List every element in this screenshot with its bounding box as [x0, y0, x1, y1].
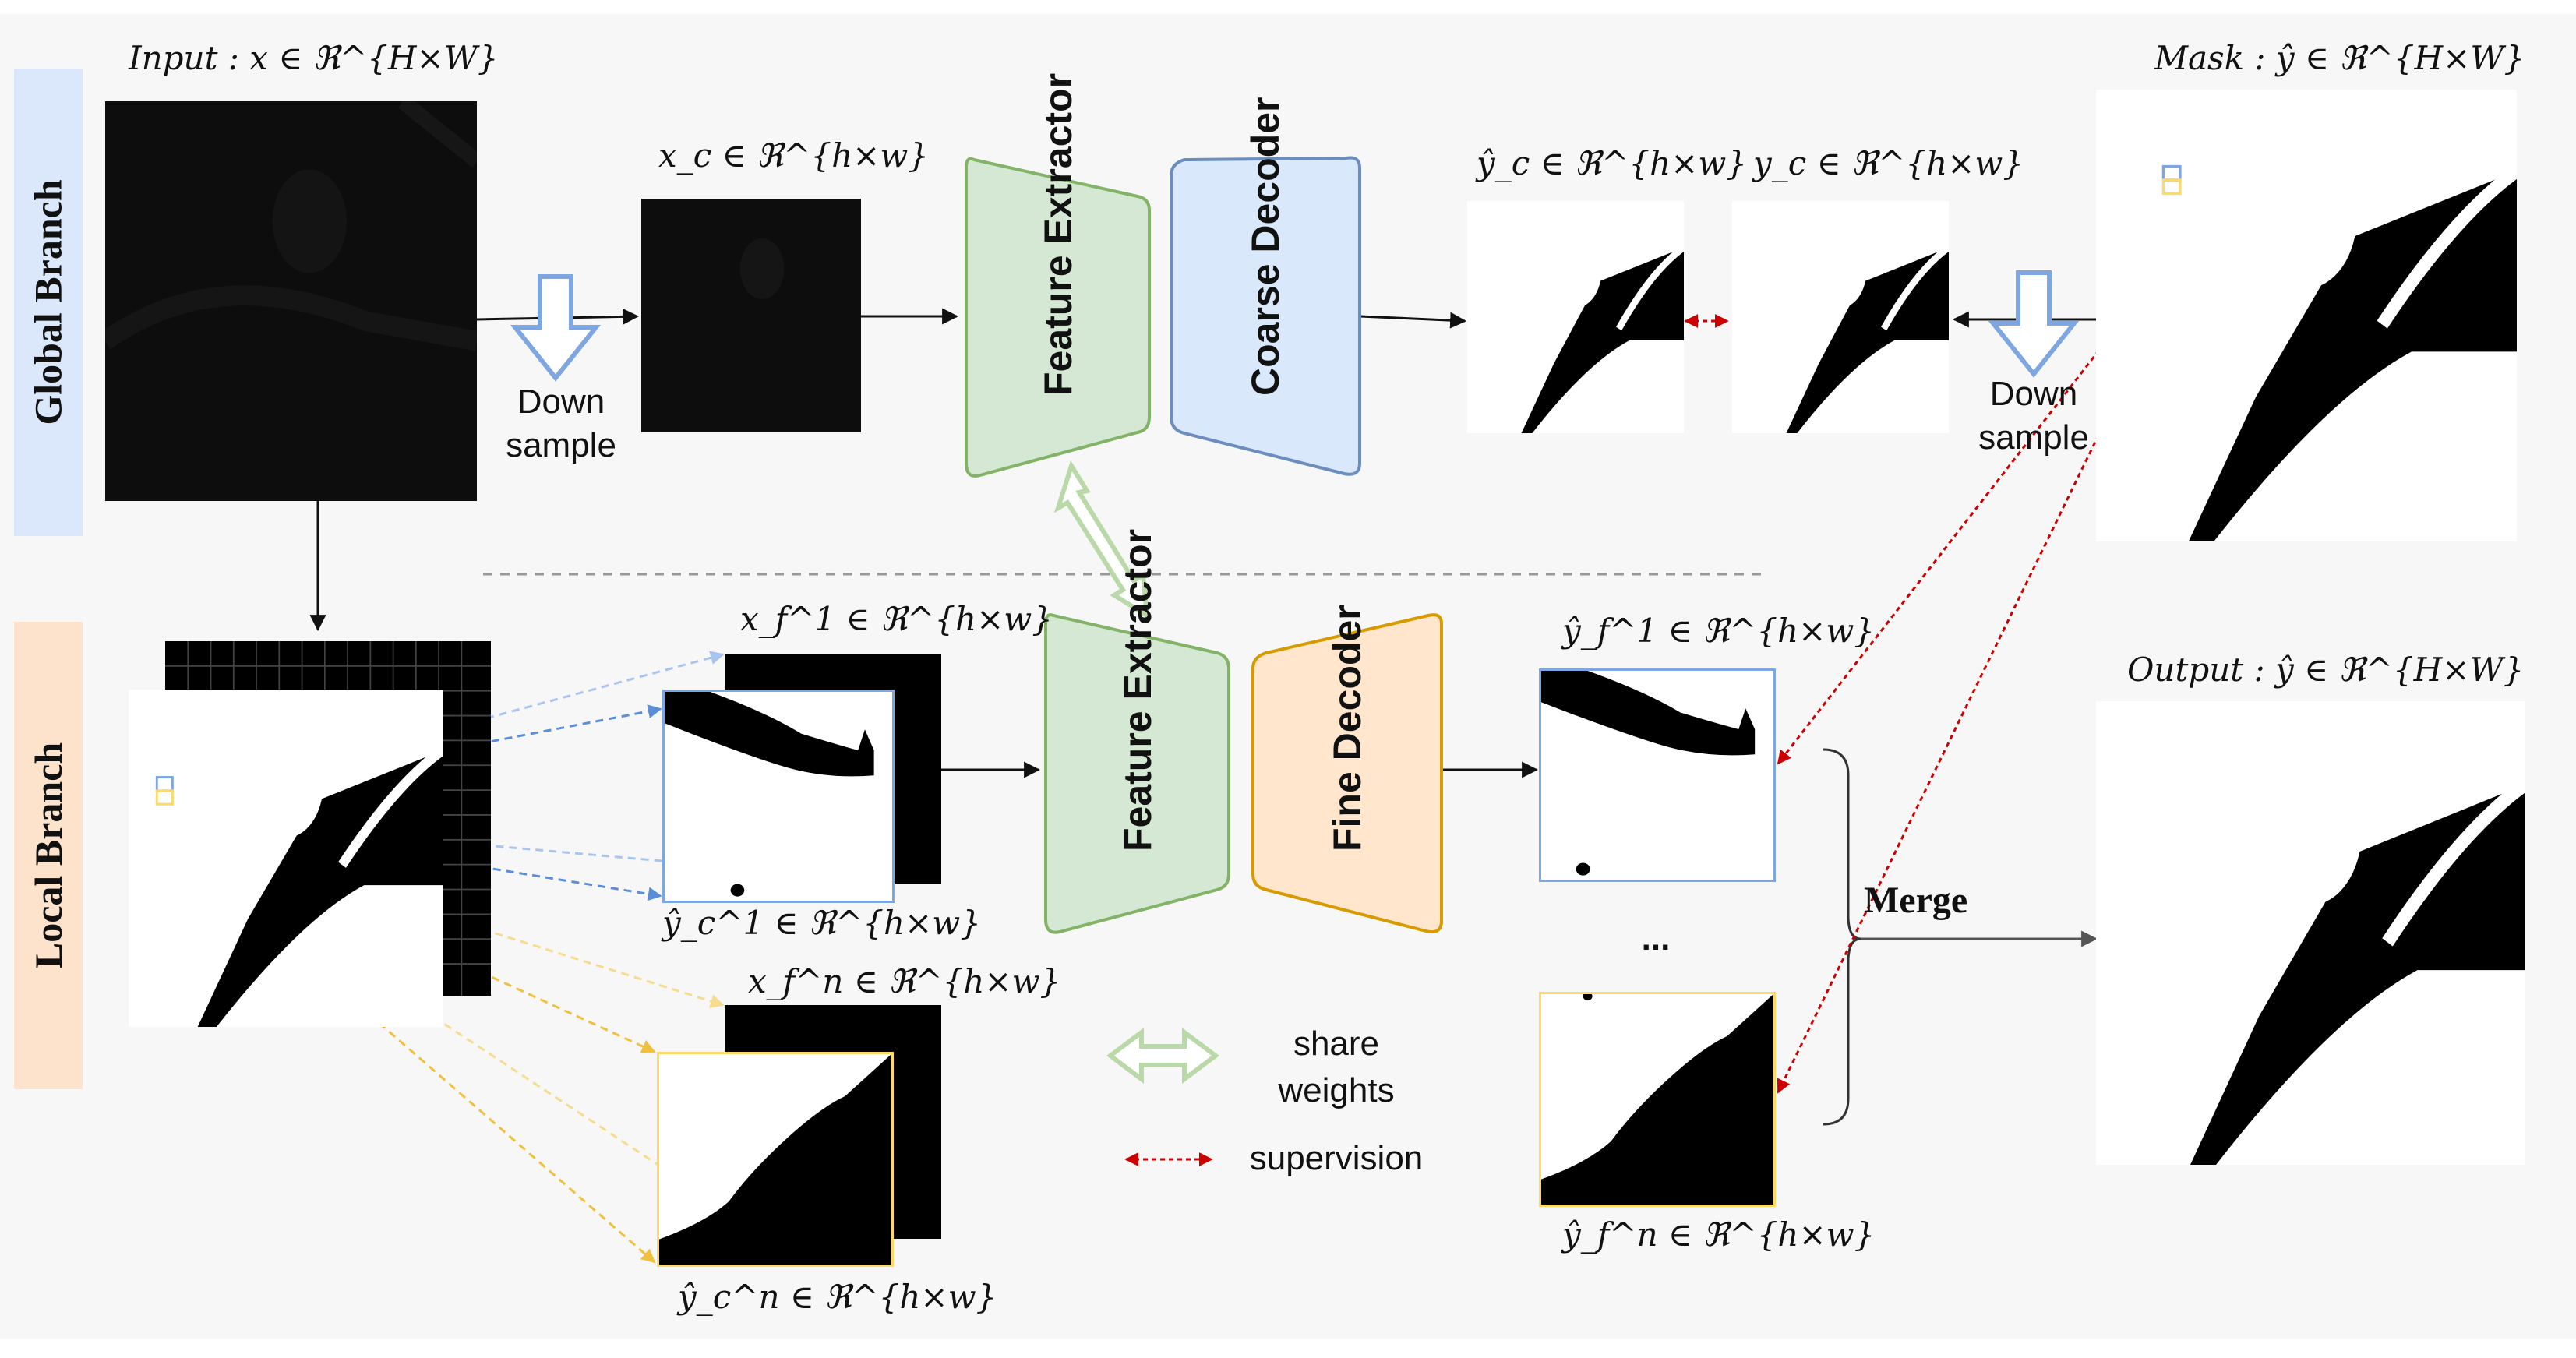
coarse-decoder-label: Coarse Decoder — [1244, 97, 1287, 396]
fine-decoder-label: Fine Decoder — [1325, 604, 1369, 852]
label-input: Input : x ∈ ℜ^{H×W} — [129, 39, 499, 77]
downsample-arrow-right — [1988, 270, 2080, 378]
ellipsis: ... — [1641, 919, 1671, 958]
label-yc-hat: ŷ_c ∈ ℜ^{h×w} — [1477, 144, 1748, 182]
label-xfn: x_f^n ∈ ℜ^{h×w} — [748, 962, 1061, 1000]
feature-extractor-global-label: Feature Extractor — [1036, 72, 1080, 396]
yc1-hat-front-image — [662, 690, 895, 903]
feature-extractor-global-shape — [965, 157, 1151, 478]
arrow-decoder-to-ychat — [1360, 312, 1467, 329]
label-xf1: x_f^1 ∈ ℜ^{h×w} — [740, 600, 1053, 638]
label-yc: y_c ∈ ℜ^{h×w} — [1753, 144, 2024, 182]
yc-hat-image — [1467, 201, 1684, 433]
legend-share-icon — [1106, 1028, 1219, 1084]
ycn-hat-front-image — [657, 1052, 894, 1267]
label-yfn-hat: ŷ_f^n ∈ ℜ^{h×w} — [1562, 1215, 1876, 1254]
local-branch-label: Local Branch — [14, 622, 83, 1089]
global-branch-label: Global Branch — [14, 69, 83, 536]
coarse-decoder-shape — [1170, 156, 1361, 476]
legend-supervision-text: supervision — [1249, 1139, 1424, 1177]
label-ycn-hat: ŷ_c^n ∈ ℜ^{h×w} — [678, 1278, 997, 1316]
downsample-arrow-left — [510, 274, 602, 382]
output-image — [2096, 701, 2525, 1165]
input-image — [105, 101, 477, 501]
feature-extractor-local-label: Feature Extractor — [1115, 528, 1159, 852]
merge-brace — [1823, 748, 1861, 1126]
xc-image — [641, 199, 861, 432]
yfn-hat-image — [1539, 992, 1776, 1207]
label-yc1-hat: ŷ_c^1 ∈ ℜ^{h×w} — [662, 904, 981, 942]
input-mask-front — [129, 690, 443, 1027]
share-weights-arrow — [1053, 460, 1150, 620]
yc-image — [1732, 201, 1949, 433]
fine-decoder-shape — [1251, 613, 1443, 934]
feature-extractor-local-shape — [1044, 613, 1230, 934]
yf1-hat-image — [1539, 668, 1776, 882]
mask-image — [2096, 90, 2517, 541]
label-output: Output : ŷ ∈ ℜ^{H×W} — [2127, 651, 2525, 689]
label-xc: x_c ∈ ℜ^{h×w} — [658, 136, 930, 175]
label-mask: Mask : ŷ ∈ ℜ^{H×W} — [2154, 39, 2525, 77]
label-yf1-hat: ŷ_f^1 ∈ ℜ^{h×w} — [1562, 612, 1875, 650]
merge-label: Merge — [1864, 880, 1968, 921]
